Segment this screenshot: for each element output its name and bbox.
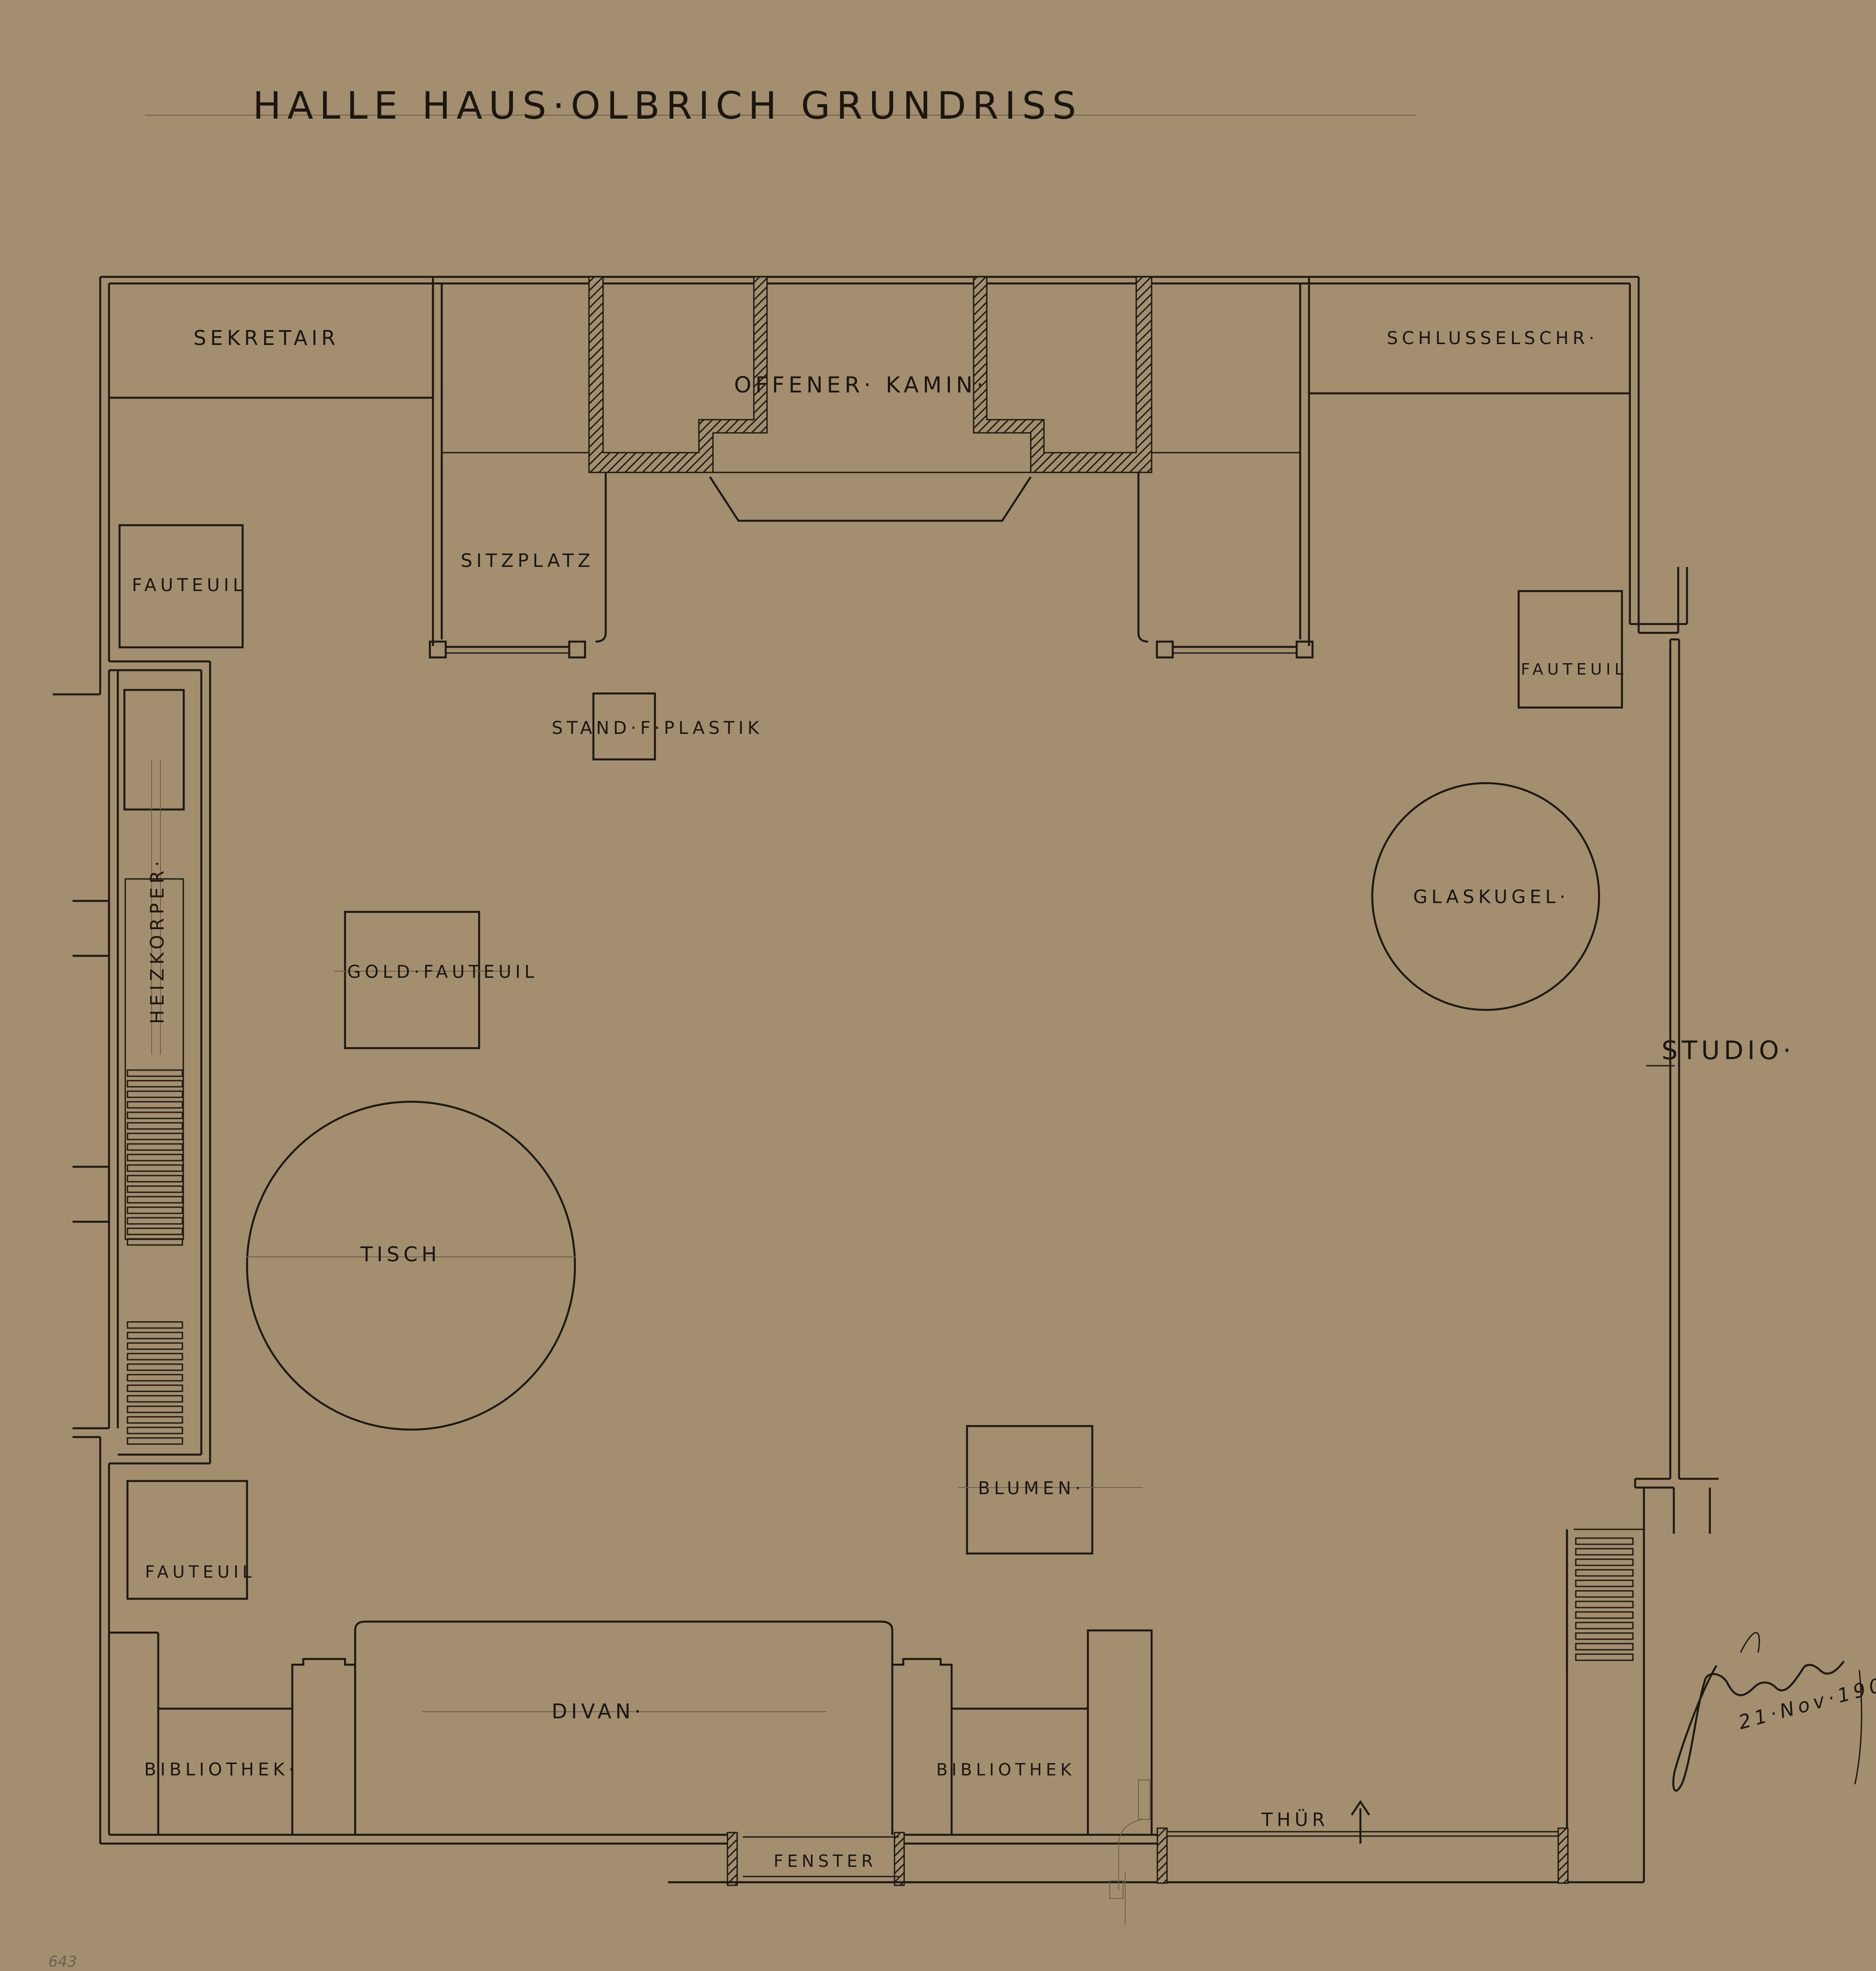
radiator-fin bbox=[1575, 1622, 1634, 1630]
signature bbox=[1672, 1632, 1862, 1792]
flower-stand: BLUMEN· bbox=[958, 1425, 1143, 1555]
radiator-fin bbox=[127, 1227, 183, 1235]
radiator-fin bbox=[127, 1217, 183, 1225]
outer-walls bbox=[53, 276, 1719, 1884]
bibliothek-left: BIBLIOTHEK· bbox=[109, 1631, 298, 1835]
radiator-fin bbox=[127, 1185, 183, 1193]
radiator-fin bbox=[127, 1384, 183, 1392]
fauteuil-right: FAUTEUIL bbox=[1517, 590, 1627, 709]
radiator-fin bbox=[127, 1122, 183, 1130]
door: THÜR bbox=[1109, 1529, 1634, 1925]
radiator-fin bbox=[1575, 1579, 1634, 1587]
wall-niches bbox=[73, 900, 110, 1223]
radiator-fin bbox=[1575, 1558, 1634, 1566]
radiator-fin bbox=[127, 1395, 183, 1403]
radiator-fin bbox=[127, 1080, 183, 1088]
label-kamin: OFFENER· KAMIN· bbox=[734, 372, 987, 398]
bibliothek-right: BIBLIOTHEK bbox=[936, 1629, 1153, 1835]
sekretair-cabinet: SEKRETAIR bbox=[109, 283, 434, 399]
fauteuil-top-left: FAUTEUIL bbox=[118, 524, 247, 649]
radiator-fin bbox=[127, 1238, 183, 1246]
sheet-number: 643 bbox=[48, 1953, 77, 1971]
label-stand: STAND·F·PLASTIK bbox=[552, 718, 763, 738]
radiator-fin bbox=[127, 1143, 183, 1151]
fauteuil-bottom-left: FAUTEUIL bbox=[126, 1480, 256, 1600]
label-heizkoerper: HEIZKORPER· bbox=[146, 857, 168, 1024]
label-gold-fauteuil: GOLD·FAUTEUIL bbox=[347, 962, 538, 982]
label-fenster: FENSTER bbox=[774, 1851, 877, 1871]
radiator-fin bbox=[1575, 1537, 1634, 1545]
radiator-fin bbox=[127, 1427, 183, 1434]
label-tisch: TISCH bbox=[360, 1242, 441, 1266]
radiator-fin bbox=[127, 1321, 183, 1329]
round-table: TISCH bbox=[246, 1100, 576, 1431]
radiator: HEIZKORPER· bbox=[123, 689, 185, 1445]
radiator-fin bbox=[127, 1363, 183, 1371]
label-date: 21·Nov·1900· bbox=[1736, 1666, 1876, 1734]
label-bibliothek-right: BIBLIOTHEK bbox=[936, 1760, 1075, 1779]
radiator-fin bbox=[1575, 1601, 1634, 1608]
radiator-fin bbox=[127, 1101, 183, 1109]
door-arrow-icon bbox=[1351, 1800, 1370, 1844]
radiator-fin bbox=[127, 1164, 183, 1172]
radiator-fin bbox=[127, 1111, 183, 1119]
radiator-fin bbox=[127, 1437, 183, 1445]
radiator-fin bbox=[1575, 1653, 1634, 1661]
label-thuer: THÜR bbox=[1261, 1808, 1329, 1830]
radiator-fin bbox=[127, 1332, 183, 1339]
radiator-fin bbox=[127, 1374, 183, 1382]
label-bibliothek-left: BIBLIOTHEK· bbox=[144, 1760, 298, 1780]
label-fauteuil-bottom-left: FAUTEUIL bbox=[145, 1562, 256, 1582]
divan: DIVAN· bbox=[291, 1620, 953, 1835]
drawing-title: HALLE HAUS·OLBRICH GRUNDRISS bbox=[253, 84, 1082, 128]
window: FENSTER bbox=[721, 1832, 914, 1886]
radiator-fin bbox=[127, 1090, 183, 1098]
label-sekretair: SEKRETAIR bbox=[193, 326, 339, 350]
radiator-fin bbox=[1575, 1643, 1634, 1651]
radiator-fin bbox=[127, 1133, 183, 1140]
glass-sphere: GLASKUGEL· bbox=[1371, 782, 1600, 1011]
label-sitzplatz: SITZPLATZ bbox=[461, 550, 594, 571]
radiator-fin bbox=[1575, 1590, 1634, 1598]
radiator-fin bbox=[1575, 1548, 1634, 1556]
radiator-fin bbox=[127, 1175, 183, 1183]
radiator-fin bbox=[127, 1206, 183, 1214]
label-fauteuil-top-left: FAUTEUIL bbox=[132, 575, 247, 595]
radiator-fin bbox=[127, 1342, 183, 1350]
radiator-fin bbox=[127, 1405, 183, 1413]
gold-fauteuil: GOLD·FAUTEUIL bbox=[334, 911, 538, 1049]
label-blumen: BLUMEN· bbox=[978, 1478, 1084, 1499]
radiator-fin bbox=[127, 1069, 183, 1077]
label-studio: STUDIO· bbox=[1661, 1035, 1795, 1065]
radiator-fin bbox=[1575, 1569, 1634, 1577]
radiator-fin bbox=[127, 1154, 183, 1162]
radiator-fin bbox=[127, 1196, 183, 1204]
label-fauteuil-right: FAUTEUIL bbox=[1521, 661, 1627, 679]
radiator-fin bbox=[1575, 1632, 1634, 1640]
radiator-fin bbox=[127, 1416, 183, 1424]
label-schluesselschr: SCHLUSSELSCHR· bbox=[1387, 328, 1598, 348]
radiator-fin bbox=[1575, 1611, 1634, 1619]
sitzplatz-alcove-right bbox=[1137, 277, 1314, 659]
radiator-fin bbox=[127, 1353, 183, 1361]
fireplace: OFFENER· KAMIN· bbox=[588, 276, 1153, 522]
label-divan: DIVAN· bbox=[552, 1699, 645, 1723]
label-glaskugel: GLASKUGEL· bbox=[1413, 886, 1569, 907]
schluesselschrank: SCHLUSSELSCHR· bbox=[1309, 328, 1630, 395]
sitzplatz-alcove-left: SITZPLATZ bbox=[429, 277, 607, 659]
sculpture-stand: STAND·F·PLASTIK bbox=[552, 692, 763, 761]
